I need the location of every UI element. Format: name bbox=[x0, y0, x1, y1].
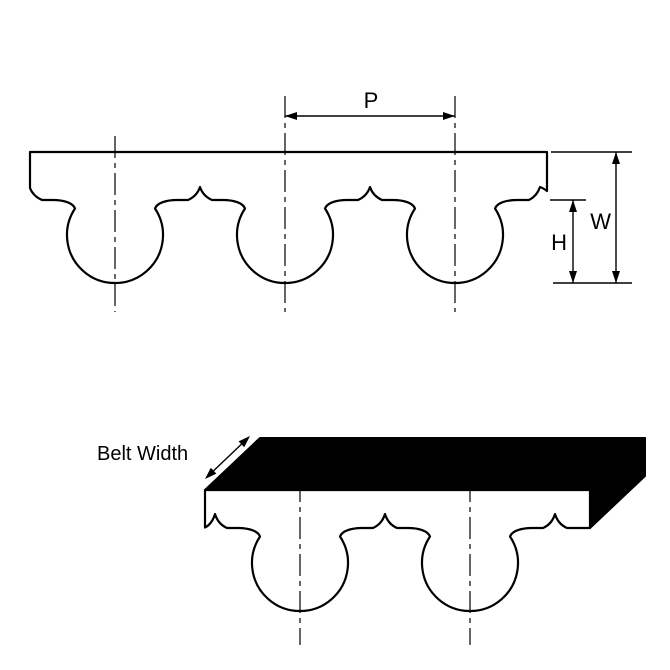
width-dimension: W bbox=[551, 151, 632, 284]
belt-front-face bbox=[203, 488, 592, 613]
belt-side-face bbox=[589, 437, 646, 529]
dimension-label-w: W bbox=[590, 209, 611, 234]
width-arrowhead-top bbox=[612, 152, 620, 164]
belt-profile-outline bbox=[28, 150, 549, 285]
belt-width-arrowhead-lower bbox=[205, 467, 217, 479]
pitch-dimension: P bbox=[285, 88, 455, 120]
height-dimension: H bbox=[550, 199, 586, 283]
profile-view: P W H bbox=[28, 88, 632, 312]
belt-width-label: Belt Width bbox=[97, 443, 188, 465]
belt-top-face bbox=[204, 437, 646, 491]
belt-width-annotation: Belt Width bbox=[97, 436, 250, 479]
dimension-label-p: P bbox=[364, 88, 379, 113]
height-arrowhead-top bbox=[569, 200, 577, 212]
dimension-label-h: H bbox=[551, 230, 567, 255]
width-arrowhead-bottom bbox=[612, 271, 620, 283]
belt-width-arrowhead-upper bbox=[238, 436, 250, 448]
pitch-arrowhead-left bbox=[285, 112, 297, 120]
isometric-view: Belt Width bbox=[97, 436, 646, 645]
belt-width-arrow-line bbox=[213, 443, 242, 472]
pitch-arrowhead-right bbox=[443, 112, 455, 120]
height-arrowhead-bottom bbox=[569, 271, 577, 283]
